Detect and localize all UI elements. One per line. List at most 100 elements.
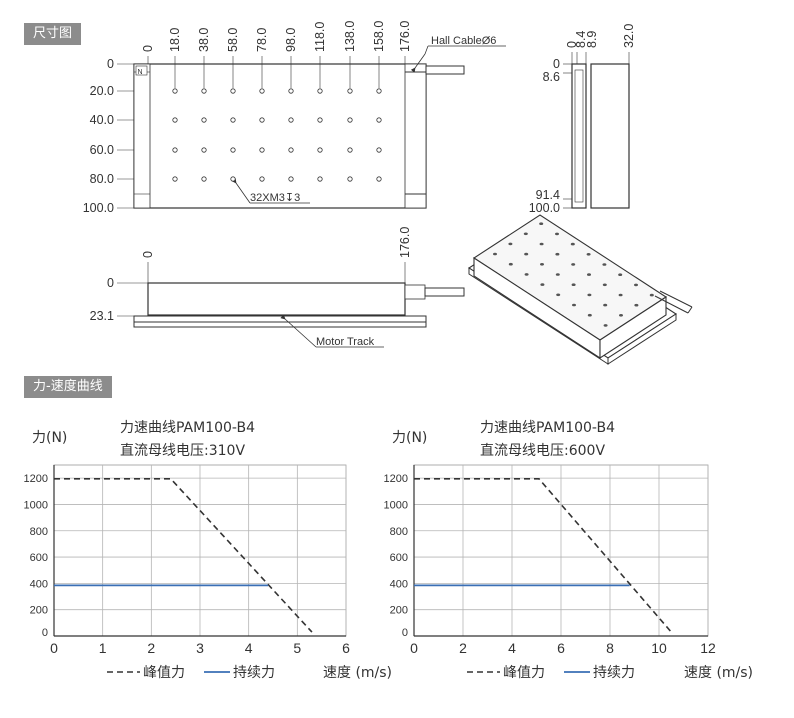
mounting-hole: [172, 176, 178, 182]
x-tick-label: 2: [459, 640, 467, 656]
peak-force-line: [54, 478, 313, 633]
top-x-dimension-label: 118.0: [313, 22, 327, 52]
y-tick-label: 200: [390, 605, 408, 617]
mounting-hole: [259, 117, 265, 123]
chart-310v-title: 力速曲线PAM100-B4: [120, 420, 255, 436]
mounting-hole: [317, 117, 323, 123]
y-tick-label: 600: [30, 552, 48, 564]
x-tick-label: 6: [557, 640, 565, 656]
mounting-hole: [376, 147, 382, 153]
x-tick-label: 2: [147, 640, 155, 656]
x-tick-label: 3: [196, 640, 204, 656]
hole-spec-label: 32XM3↧3: [250, 192, 300, 204]
y-tick-label: 800: [390, 526, 408, 538]
y-tick-label: 1000: [24, 499, 48, 511]
top-x-dimension-label: 78.0: [255, 28, 269, 52]
legend-continuous-label-2: 持续力: [593, 664, 635, 681]
top-view-body: [133, 63, 427, 209]
x-tick-label: 0: [50, 640, 58, 656]
front-x-dimension-label: 0: [141, 251, 155, 258]
mounting-hole: [317, 147, 323, 153]
y-tick-label: 0: [402, 627, 408, 639]
chart-600v-ylabel: 力(N): [392, 430, 427, 446]
top-x-dimension-label: 18.0: [168, 28, 182, 52]
side-y-dimension-label: 91.4: [536, 188, 560, 202]
mounting-hole: [201, 117, 207, 123]
n-mark: N: [138, 69, 143, 76]
motor-track-label: Motor Track: [316, 336, 375, 348]
top-x-dimension-label: 38.0: [197, 28, 211, 52]
front-y-dimension-label: 0: [107, 276, 114, 290]
side-y-dimension-label: 8.6: [543, 70, 560, 84]
chart-600v-xlabel: 速度 (m/s): [684, 665, 753, 681]
mounting-hole: [317, 176, 323, 182]
x-tick-label: 1: [99, 640, 107, 656]
side-view-track: [590, 63, 630, 209]
x-tick-label: 12: [700, 640, 716, 656]
y-tick-label: 1000: [384, 499, 408, 511]
legend-peak-label: 峰值力: [143, 665, 185, 681]
mounting-hole: [288, 88, 294, 94]
side-x-dimension-label: 8.4: [574, 31, 588, 48]
front-y-dimension-label: 23.1: [90, 309, 114, 323]
mounting-hole: [288, 147, 294, 153]
mounting-hole: [347, 147, 353, 153]
y-tick-label: 600: [390, 552, 408, 564]
side-x-dimension-label: 32.0: [622, 24, 636, 48]
mounting-hole: [172, 88, 178, 94]
peak-force-line: [414, 478, 672, 633]
mounting-hole: [376, 176, 382, 182]
side-y-dimension-label: 0: [553, 57, 560, 71]
side-x-dimension-label: 8.9: [585, 31, 599, 48]
y-tick-label: 400: [390, 578, 408, 590]
mounting-hole: [201, 147, 207, 153]
mounting-hole: [201, 176, 207, 182]
mounting-hole: [376, 117, 382, 123]
y-tick-label: 200: [30, 605, 48, 617]
y-tick-label: 0: [42, 627, 48, 639]
mounting-hole: [347, 117, 353, 123]
front-view-mover: [147, 282, 406, 316]
mounting-hole: [230, 117, 236, 123]
y-tick-label: 400: [30, 578, 48, 590]
mounting-hole: [259, 176, 265, 182]
top-x-dimension-label: 58.0: [226, 28, 240, 52]
y-tick-label: 1200: [24, 473, 48, 485]
mounting-hole: [172, 117, 178, 123]
x-tick-label: 5: [293, 640, 301, 656]
top-y-dimension-label: 100.0: [83, 201, 114, 215]
top-x-dimension-label: 0: [141, 45, 155, 52]
force-speed-section-tag: 力-速度曲线: [24, 376, 112, 398]
x-tick-label: 8: [606, 640, 614, 656]
legend-continuous-label: 持续力: [233, 664, 275, 681]
top-y-dimension-label: 80.0: [90, 172, 114, 186]
x-tick-label: 6: [342, 640, 350, 656]
side-x-dimension-label: 0: [565, 41, 579, 48]
chart-600v-subtitle: 直流母线电压:600V: [480, 442, 605, 459]
mounting-hole: [288, 117, 294, 123]
mounting-hole: [376, 88, 382, 94]
top-x-dimension-label: 158.0: [372, 21, 386, 52]
mounting-hole: [259, 147, 265, 153]
mounting-hole: [347, 176, 353, 182]
chart-310v-xlabel: 速度 (m/s): [323, 665, 392, 681]
top-y-dimension-label: 20.0: [90, 84, 114, 98]
chart-310v-ylabel: 力(N): [32, 430, 67, 446]
mounting-hole: [201, 88, 207, 94]
side-y-dimension-label: 100.0: [529, 201, 560, 215]
top-x-dimension-label: 138.0: [343, 21, 357, 52]
mounting-hole: [347, 88, 353, 94]
mounting-hole: [288, 176, 294, 182]
legend-peak-label-2: 峰值力: [503, 665, 545, 681]
mounting-hole: [317, 88, 323, 94]
mounting-hole: [230, 147, 236, 153]
top-x-dimension-label: 98.0: [284, 28, 298, 52]
dimensions-section-tag: 尺寸图: [24, 23, 82, 45]
x-tick-label: 4: [508, 640, 516, 656]
